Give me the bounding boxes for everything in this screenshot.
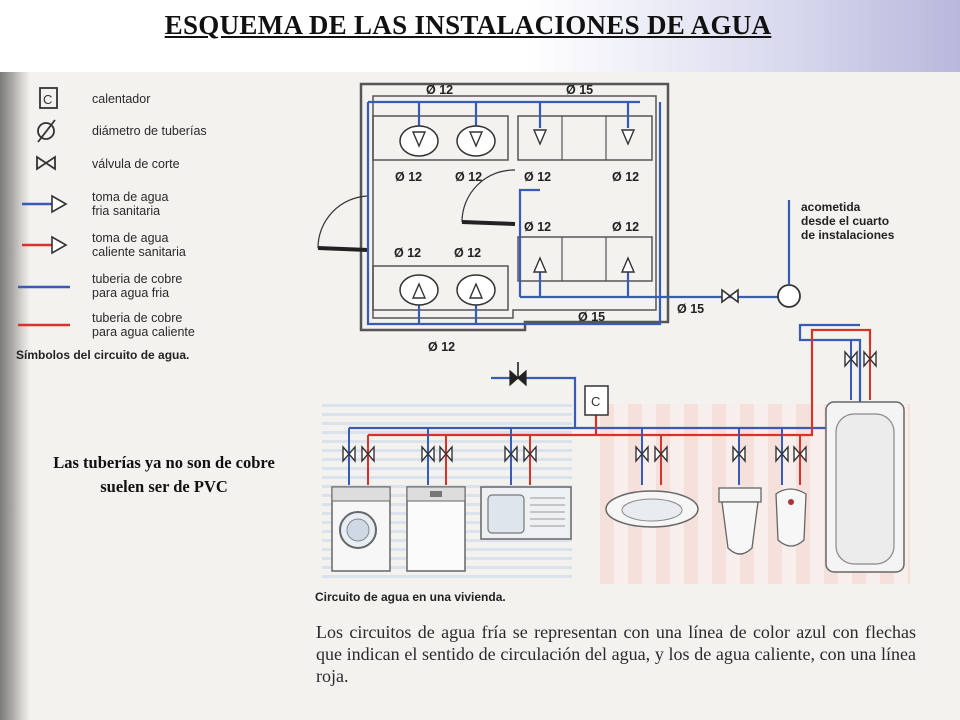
legend-label-toma-fria: toma de agua fria sanitaria bbox=[92, 190, 169, 218]
toilet-icon bbox=[718, 487, 762, 555]
legend-label-calentador: calentador bbox=[92, 92, 151, 106]
dim-room-a-right: Ø 12 bbox=[455, 170, 482, 184]
toma-fria-icon bbox=[22, 194, 68, 214]
heater-icon bbox=[584, 385, 609, 416]
legend-label-tuberia-fria: tuberia de cobre para agua fria bbox=[92, 272, 183, 300]
page-title: ESQUEMA DE LAS INSTALACIONES DE AGUA bbox=[164, 10, 772, 40]
dim-room-c-left: Ø 12 bbox=[524, 220, 551, 234]
legend-label-diametro: diámetro de tuberías bbox=[92, 124, 207, 138]
dim-top-left: Ø 12 bbox=[426, 83, 453, 97]
calentador-icon: C bbox=[39, 87, 58, 109]
circuit-description: Los circuitos de agua fría se representa… bbox=[316, 622, 916, 686]
page-binding-shadow bbox=[0, 72, 30, 720]
dim-bottom-left: Ø 12 bbox=[428, 340, 455, 354]
legend-label-tuberia-caliente: tuberia de cobre para agua caliente bbox=[92, 311, 195, 339]
feed-valve-icon bbox=[721, 288, 739, 304]
bidet-icon bbox=[775, 488, 807, 547]
circuit-caption: Circuito de agua en una vivienda. bbox=[315, 590, 506, 604]
heater-label: C bbox=[591, 394, 600, 409]
scanned-page bbox=[0, 72, 960, 720]
dim-feed: Ø 15 bbox=[677, 302, 704, 316]
pvc-note: Las tuberías ya no son de cobre suelen s… bbox=[53, 453, 275, 496]
valvula-icon bbox=[36, 155, 56, 171]
legend-caption: Símbolos del circuito de agua. bbox=[16, 348, 190, 362]
bathtub-icon bbox=[825, 401, 905, 573]
dim-room-b-left: Ø 12 bbox=[524, 170, 551, 184]
dim-room-c-right: Ø 12 bbox=[612, 220, 639, 234]
legend-label-valvula: válvula de corte bbox=[92, 157, 180, 171]
toma-caliente-icon bbox=[22, 235, 68, 255]
svg-text:C: C bbox=[43, 92, 52, 107]
dim-room-a-left: Ø 12 bbox=[395, 170, 422, 184]
dim-room-b-right: Ø 12 bbox=[612, 170, 639, 184]
dim-room-d-left: Ø 12 bbox=[394, 246, 421, 260]
dim-bottom-right: Ø 15 bbox=[578, 310, 605, 324]
kitchen-sink-icon bbox=[480, 486, 572, 540]
diametro-icon bbox=[37, 119, 56, 143]
dim-room-d-right: Ø 12 bbox=[454, 246, 481, 260]
dim-top-right: Ø 15 bbox=[566, 83, 593, 97]
legend-label-toma-caliente: toma de agua caliente sanitaria bbox=[92, 231, 186, 259]
title-banner bbox=[0, 0, 960, 72]
dishwasher-icon bbox=[406, 486, 466, 572]
washbasin-icon bbox=[605, 490, 699, 528]
washing-machine-icon bbox=[331, 486, 391, 572]
acometida-label: acometida desde el cuarto de instalacion… bbox=[801, 200, 895, 242]
